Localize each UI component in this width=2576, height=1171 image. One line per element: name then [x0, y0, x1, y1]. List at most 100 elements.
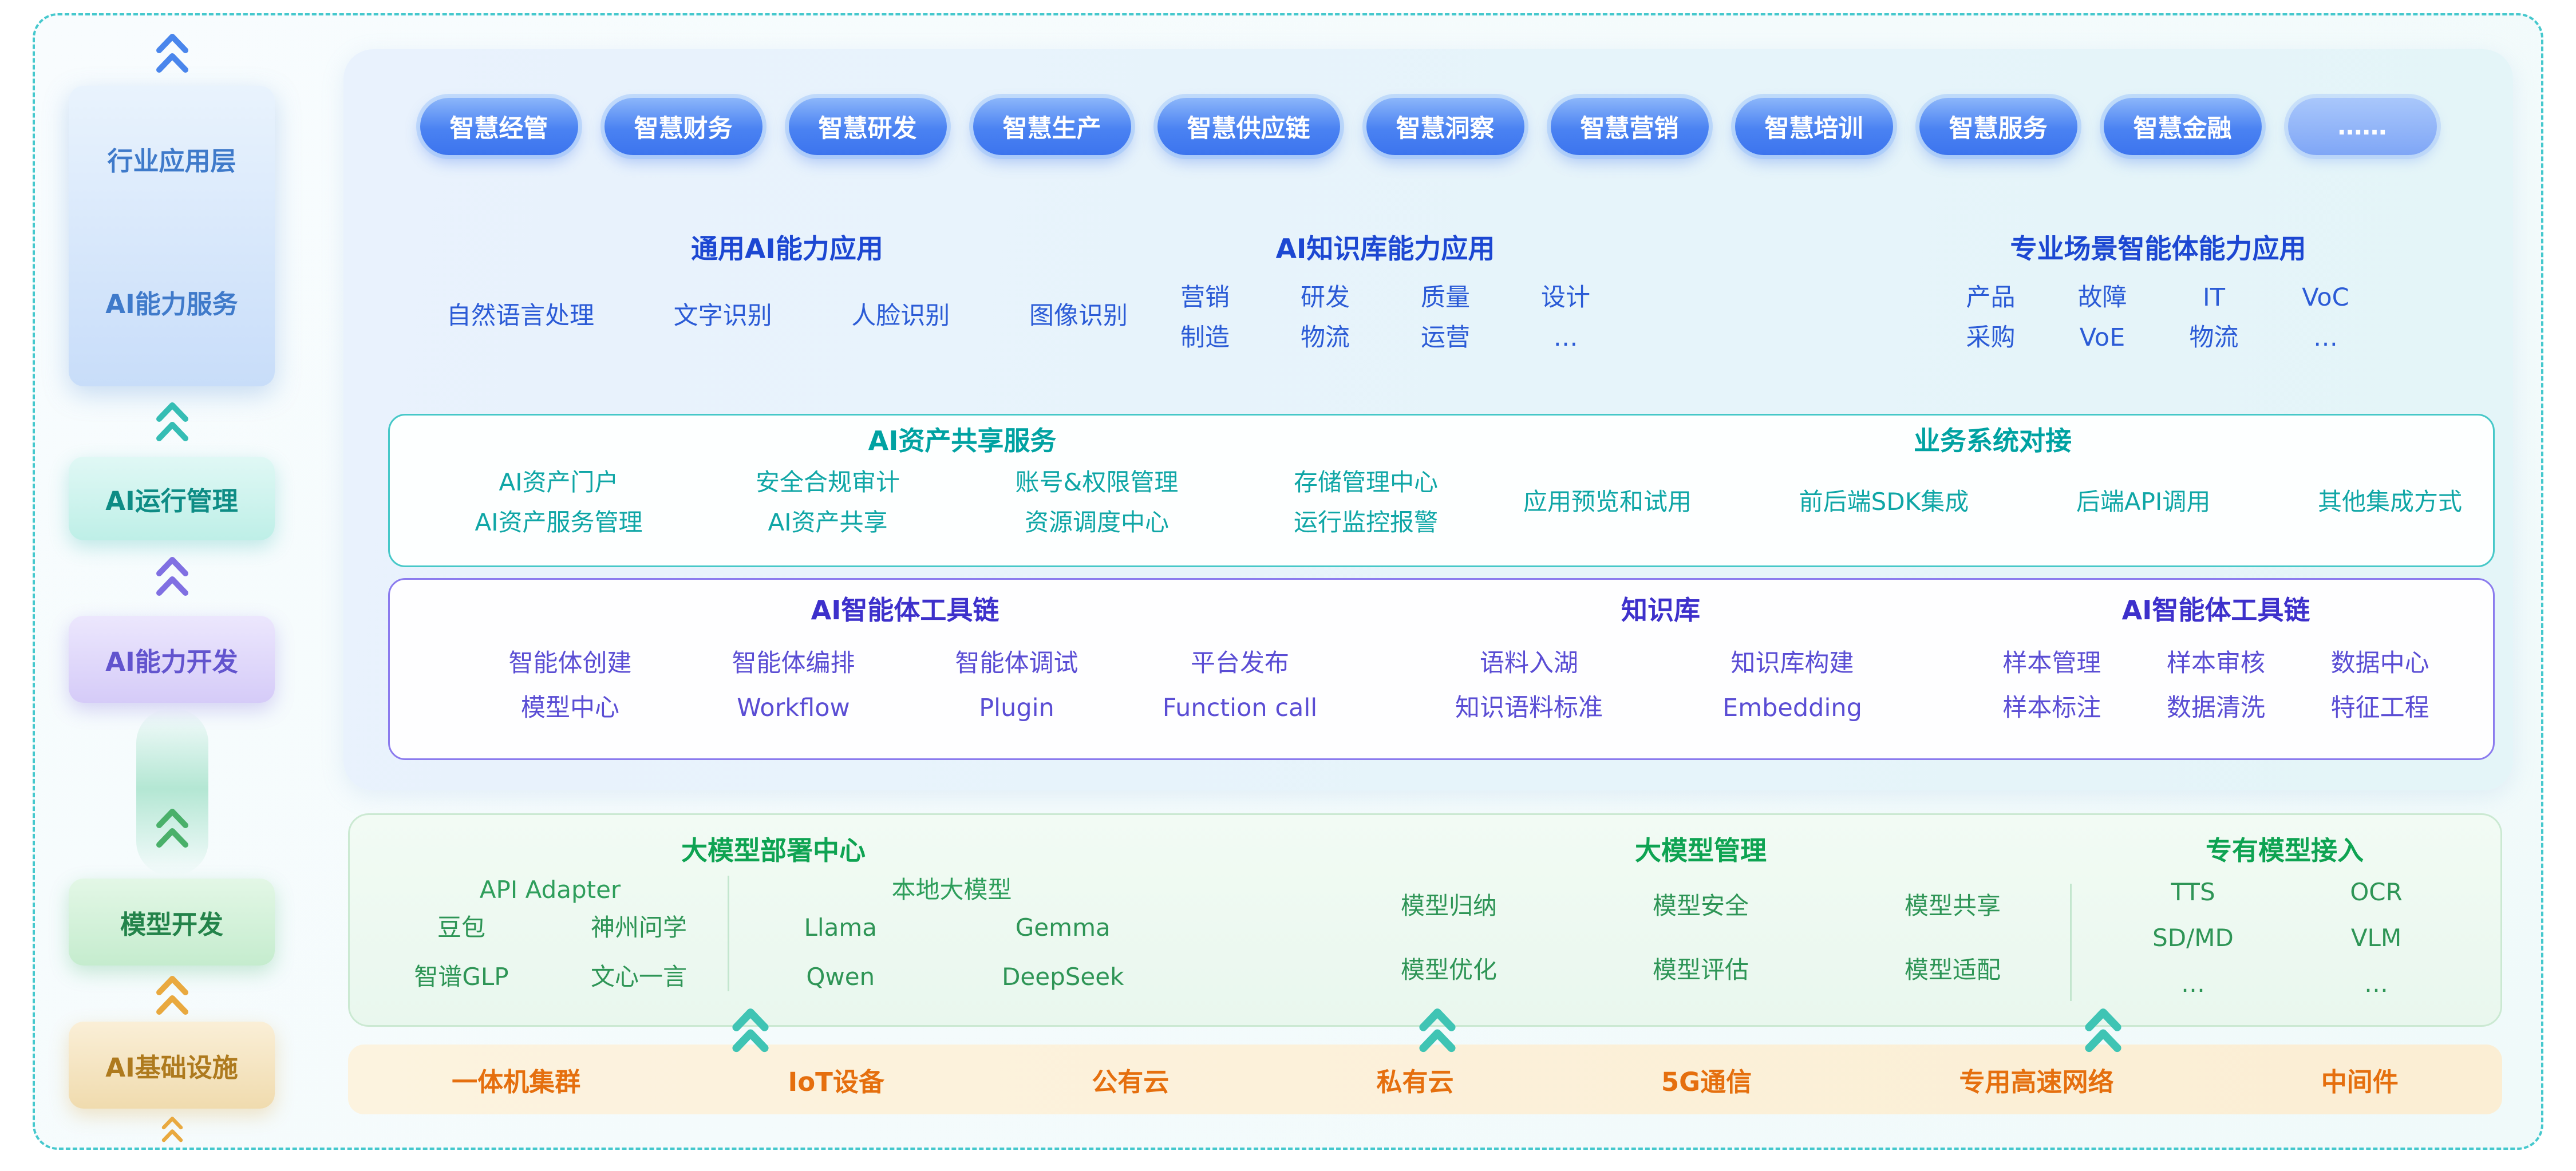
- asset-share-group: AI资产共享服务 AI资产门户 安全合规审计 账号&权限管理 存储管理中心 AI…: [424, 426, 1500, 537]
- model-item: 模型归纳: [1400, 892, 1497, 920]
- model-item: 模型共享: [1904, 892, 2001, 920]
- capability-item: IT: [2203, 283, 2225, 312]
- capability-item: 文字识别: [673, 302, 772, 330]
- infra-item: IoT设备: [788, 1066, 884, 1097]
- agent-toolchain-header: AI智能体工具链: [811, 595, 999, 626]
- capability-item: 质量: [1421, 283, 1470, 312]
- capability-item: 采购: [1966, 323, 2016, 352]
- model-item: 豆包: [437, 913, 485, 941]
- toolchain-item: 样本标注: [2002, 694, 2101, 722]
- toolchain-item: 智能体编排: [732, 649, 855, 678]
- asset-item: AI资产共享: [768, 508, 888, 536]
- capability-item: VoE: [2079, 323, 2125, 352]
- private-model-header: 专有模型接入: [2206, 835, 2364, 866]
- kb-item: 知识语料标准: [1455, 694, 1603, 722]
- agent-toolchain-group: AI智能体工具链 智能体创建 智能体编排 智能体调试 平台发布 模型中心 Wor…: [459, 595, 1352, 723]
- asset-item: 资源调度中心: [1024, 508, 1169, 536]
- agent-toolchain-header-2: AI智能体工具链: [2121, 595, 2310, 626]
- layer-model-development: 模型开发: [69, 879, 275, 966]
- asset-item: 安全合规审计: [755, 468, 900, 496]
- agent-toolchain-band: AI智能体工具链 智能体创建 智能体编排 智能体调试 平台发布 模型中心 Wor…: [388, 578, 2495, 760]
- asset-item: AI资产门户: [499, 468, 619, 496]
- general-ai-header: 通用AI能力应用: [691, 234, 883, 265]
- model-item: …: [2364, 970, 2388, 998]
- divider: [2070, 884, 2072, 1001]
- toolchain-item: 特征工程: [2330, 694, 2429, 722]
- capability-item: 图像识别: [1029, 302, 1128, 330]
- industry-pill-row: 智慧经管 智慧财务 智慧研发 智慧生产 智慧供应链 智慧洞察 智慧营销 智慧培训…: [412, 97, 2444, 156]
- model-item: 神州问学: [590, 913, 687, 941]
- industry-pill: 智慧生产: [973, 98, 1131, 155]
- capability-item: 运营: [1421, 323, 1470, 352]
- up-arrow-infra-icon: [2085, 1008, 2121, 1053]
- industry-pill: 智慧财务: [604, 98, 762, 155]
- asset-share-band: AI资产共享服务 AI资产门户 安全合规审计 账号&权限管理 存储管理中心 AI…: [388, 414, 2495, 567]
- model-band: 大模型部署中心 API Adapter 豆包 神州问学 智谱GLP 文心一言 本…: [348, 813, 2502, 1027]
- capability-item: 制造: [1180, 323, 1230, 352]
- layer-label: AI能力开发: [105, 646, 238, 677]
- business-integration-group: 业务系统对接 应用预览和试用 前后端SDK集成 后端API调用 其他集成方式: [1523, 426, 2462, 516]
- up-arrow-orange-small-icon: [161, 1117, 183, 1142]
- model-item: 智谱GLP: [414, 963, 509, 991]
- up-arrow-orange-icon: [156, 976, 188, 1015]
- infra-item: 公有云: [1092, 1066, 1170, 1097]
- industry-pill: 智慧洞察: [1366, 98, 1524, 155]
- toolchain-item: 智能体调试: [955, 649, 1078, 678]
- layer-label: 模型开发: [120, 909, 223, 940]
- kb-item: 知识库构建: [1730, 649, 1854, 678]
- asset-share-header: AI资产共享服务: [868, 425, 1057, 456]
- toolchain-item: Workflow: [737, 694, 850, 722]
- toolchain-item: 样本管理: [2002, 649, 2101, 678]
- knowledge-capability-header: AI知识库能力应用: [1275, 234, 1495, 265]
- knowledge-base-group: 知识库 语料入湖 知识库构建 知识语料标准 Embedding: [1397, 595, 1924, 723]
- capability-item: VoC: [2302, 283, 2349, 312]
- local-model-group: 本地大模型 Llama Gemma Qwen DeepSeek: [728, 876, 1174, 991]
- capability-item: 人脸识别: [851, 302, 950, 330]
- industry-pill: 智慧服务: [1919, 98, 2077, 155]
- toolchain-item: 模型中心: [521, 694, 619, 722]
- industry-pill-more: ……: [2287, 98, 2437, 155]
- scenario-capability-header: 专业场景智能体能力应用: [2010, 234, 2306, 265]
- up-arrow-infra-icon: [732, 1008, 769, 1053]
- layer-ai-development: AI能力开发: [69, 616, 275, 703]
- capability-item: 自然语言处理: [447, 302, 594, 330]
- api-adapter-group: API Adapter 豆包 神州问学 智谱GLP 文心一言: [373, 876, 728, 991]
- up-arrow-blue-icon: [156, 34, 188, 73]
- knowledge-base-header: 知识库: [1621, 595, 1700, 626]
- industry-pill: 智慧营销: [1550, 98, 1709, 155]
- up-arrow-purple-icon: [156, 557, 188, 596]
- toolchain-item: Plugin: [979, 694, 1054, 722]
- model-item: Qwen: [806, 963, 875, 991]
- industry-pill: 智慧经管: [420, 98, 578, 155]
- asset-item: AI资产服务管理: [475, 508, 643, 536]
- capability-item: 物流: [2189, 323, 2239, 352]
- model-item: 模型评估: [1652, 956, 1749, 984]
- infrastructure-band: 一体机集群 IoT设备 公有云 私有云 5G通信 专用高速网络 中间件: [348, 1045, 2502, 1114]
- general-ai-capability-group: 通用AI能力应用 自然语言处理 文字识别 人脸识别 图像识别: [447, 234, 1128, 331]
- capability-item: 研发: [1301, 283, 1350, 312]
- capability-item: 设计: [1541, 283, 1590, 312]
- layer-ai-infrastructure: AI基础设施: [69, 1022, 275, 1109]
- model-item: DeepSeek: [1002, 963, 1124, 991]
- business-integration-header: 业务系统对接: [1914, 425, 2072, 456]
- kb-item: 语料入湖: [1480, 649, 1578, 678]
- integration-item: 应用预览和试用: [1523, 488, 1692, 516]
- flow-glow-connector: [136, 709, 208, 876]
- layer-label: AI能力服务: [105, 289, 238, 319]
- infra-item: 5G通信: [1661, 1066, 1752, 1097]
- toolchain-item: 数据中心: [2330, 649, 2429, 678]
- model-item: 模型适配: [1904, 956, 2001, 984]
- model-item: OCR: [2350, 878, 2403, 906]
- infra-item: 一体机集群: [452, 1066, 581, 1097]
- asset-item: 存储管理中心: [1293, 468, 1438, 496]
- up-arrow-teal-icon: [156, 402, 188, 441]
- asset-item: 运行监控报警: [1293, 508, 1438, 536]
- local-model-subheader: 本地大模型: [891, 876, 1012, 904]
- toolchain-item: 数据清洗: [2166, 694, 2265, 722]
- scenario-agent-capability-group: 专业场景智能体能力应用 产品 故障 IT VoC 采购 VoE 物流 …: [1935, 234, 2381, 353]
- capability-item: 物流: [1301, 323, 1350, 352]
- integration-item: 后端API调用: [2076, 488, 2211, 516]
- model-manage-group: 大模型管理 模型归纳 模型安全 模型共享 模型优化 模型评估 模型适配: [1323, 836, 2079, 984]
- model-item: …: [2181, 970, 2205, 998]
- layer-label: 行业应用层: [107, 146, 236, 176]
